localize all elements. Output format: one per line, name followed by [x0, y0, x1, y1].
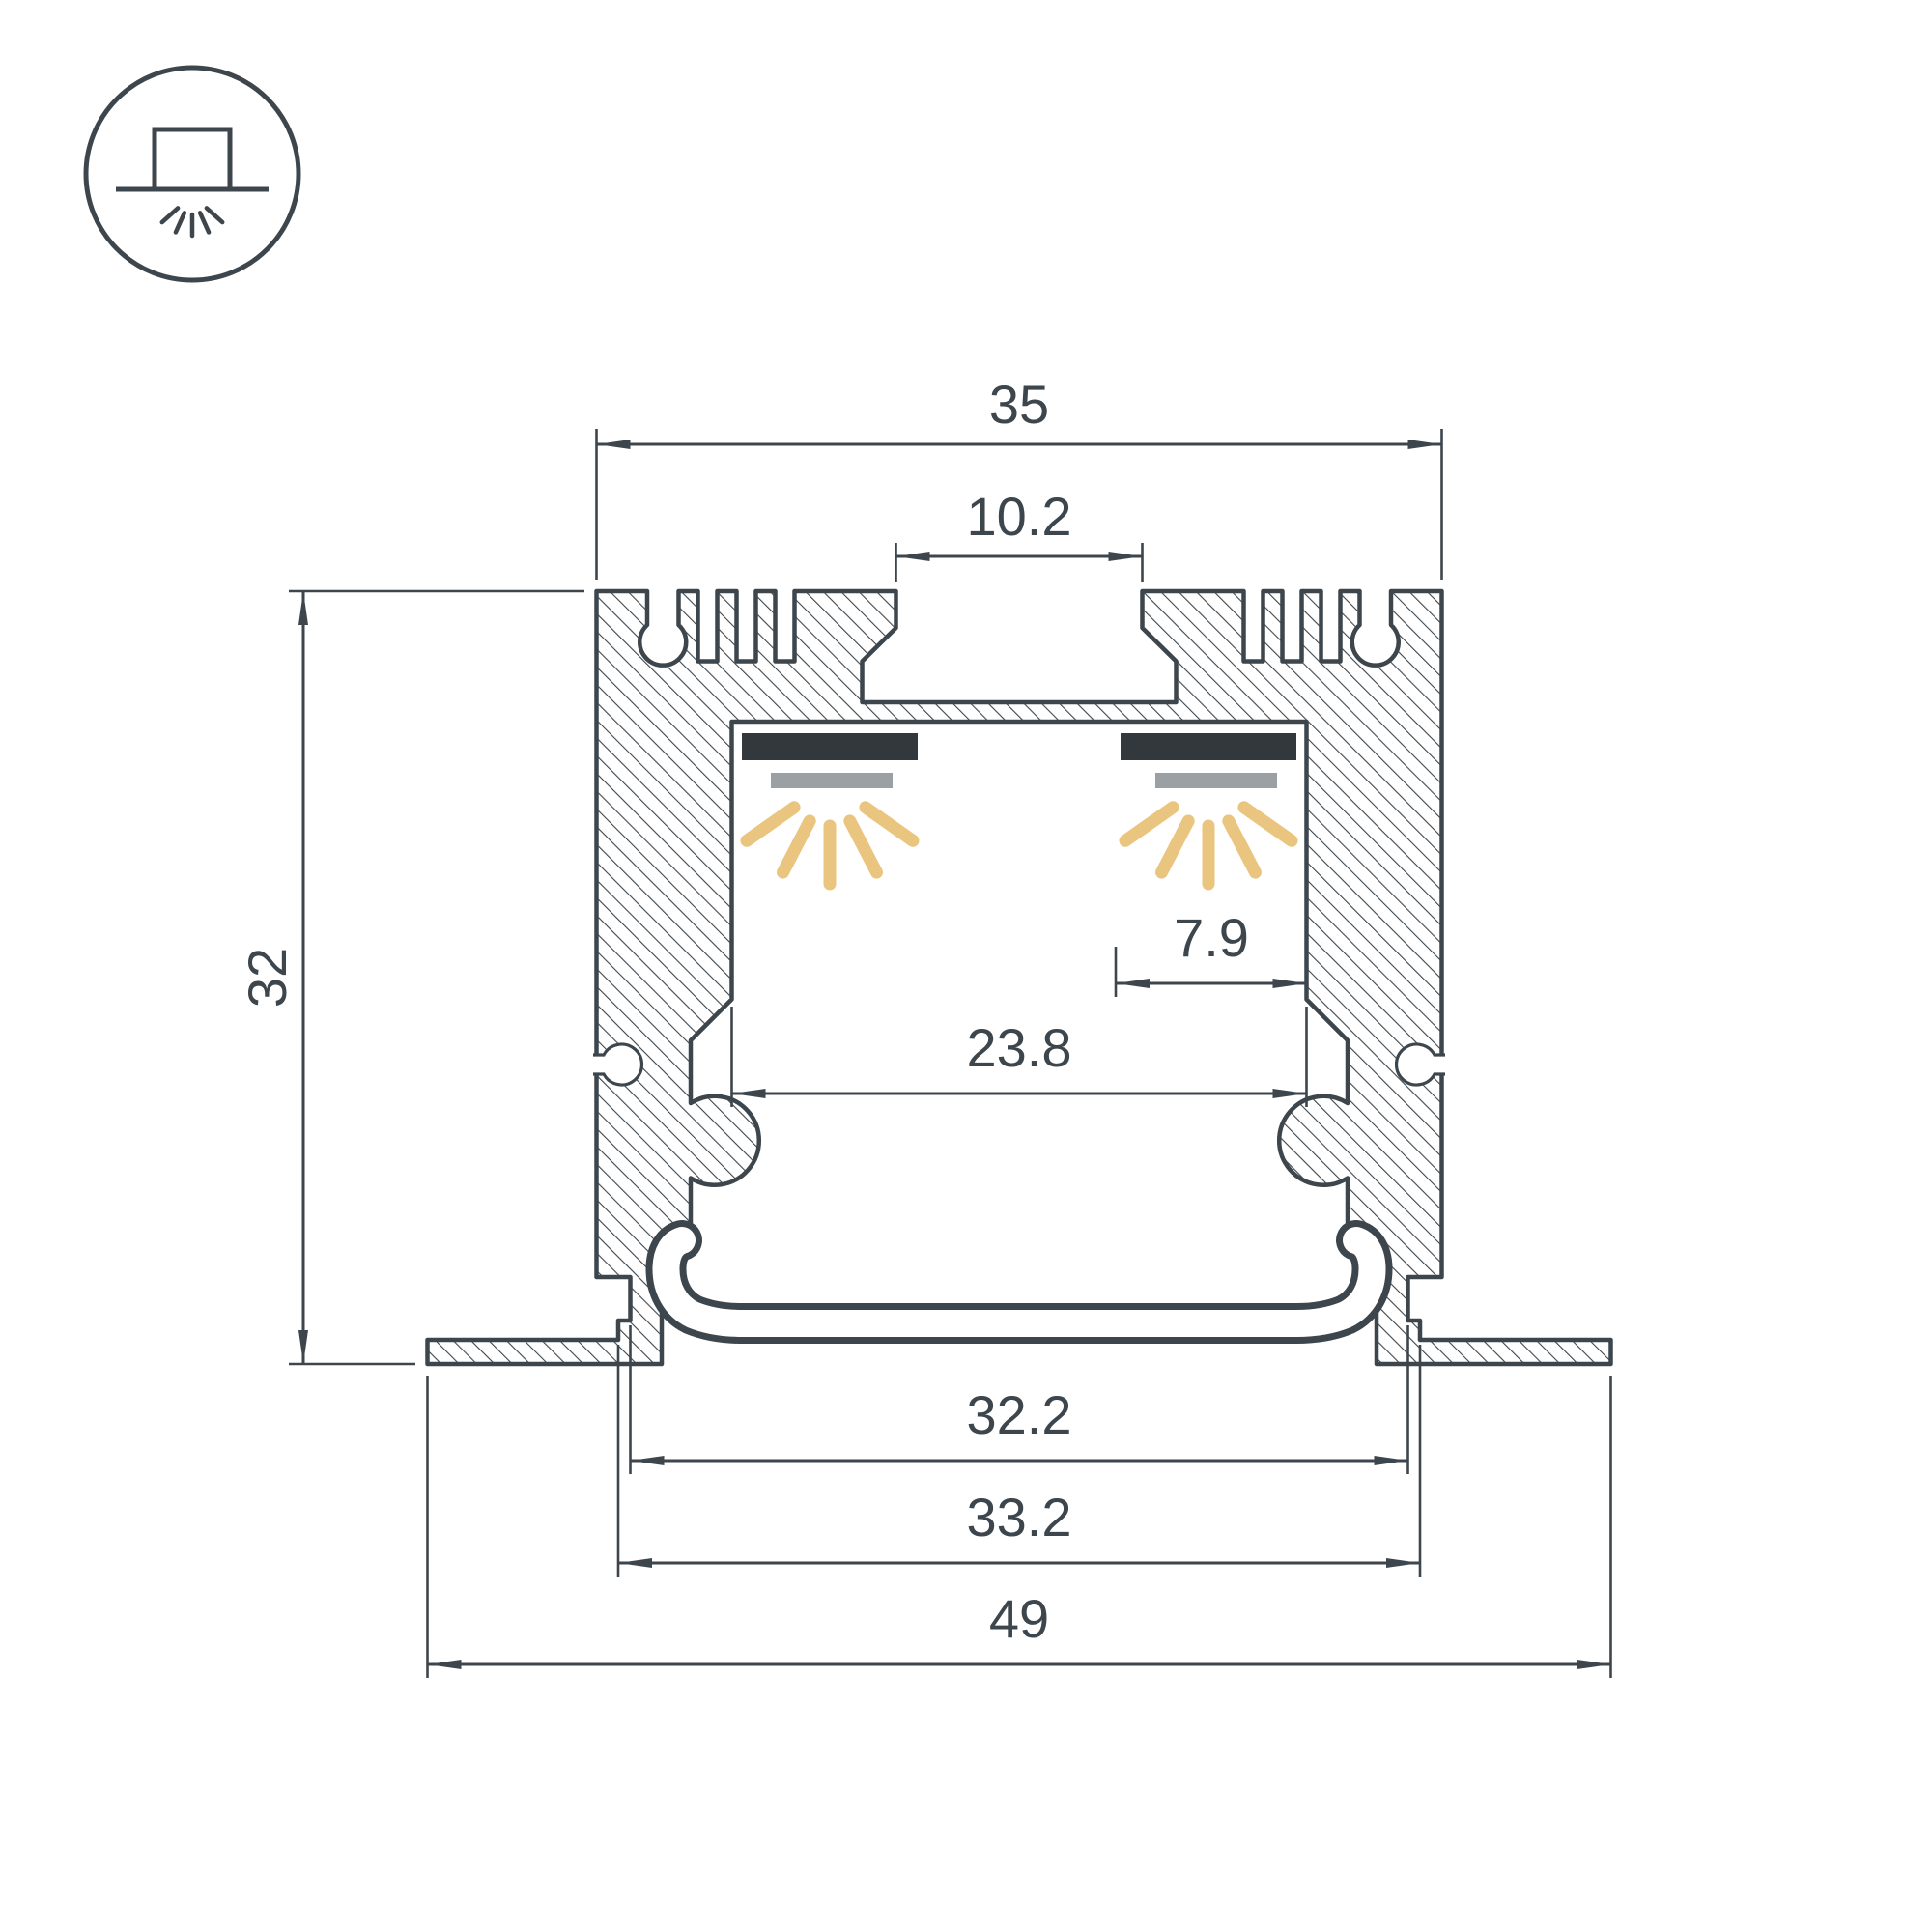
- dimension-label-flange-width: 49: [989, 1588, 1049, 1649]
- dimension-led-shelf-width: 7.9: [1114, 907, 1308, 997]
- dimension-channel-width: 10.2: [895, 486, 1144, 582]
- led-modules: [740, 733, 1298, 891]
- dimension-label-led-shelf-width: 7.9: [1174, 907, 1249, 968]
- dimension-top-width: 35: [595, 374, 1443, 580]
- profile-cross-section: [425, 588, 1613, 1367]
- dimension-height: 32: [237, 589, 584, 1366]
- side-groove-left: [593, 1042, 644, 1087]
- dimension-cutout-width: 33.2: [616, 1345, 1422, 1577]
- dimension-body-width: 32.2: [629, 1325, 1409, 1474]
- light-rays-right-icon: [1119, 801, 1298, 891]
- dimension-label-cutout-width: 33.2: [967, 1487, 1072, 1548]
- led-strip-left: [742, 733, 918, 760]
- dimension-label-top-width: 35: [989, 374, 1049, 435]
- dimension-label-channel-width: 10.2: [967, 486, 1072, 547]
- dimension-label-height: 32: [237, 948, 298, 1008]
- dimension-label-body-width: 32.2: [967, 1384, 1072, 1445]
- led-pcb-left: [771, 773, 893, 788]
- recessed-mount-icon: [83, 65, 301, 283]
- dimension-inner-width: 23.8: [730, 1007, 1308, 1107]
- dimension-flange-width: 49: [426, 1376, 1612, 1678]
- dimension-label-inner-width: 23.8: [967, 1017, 1072, 1078]
- led-strip-right: [1121, 733, 1296, 760]
- led-pcb-right: [1155, 773, 1277, 788]
- diffuser-cover: [645, 1220, 1393, 1344]
- profile-body: [425, 588, 1613, 1367]
- light-rays-left-icon: [740, 801, 920, 891]
- icon-light-rays: [159, 206, 225, 239]
- side-groove-right: [1394, 1042, 1445, 1087]
